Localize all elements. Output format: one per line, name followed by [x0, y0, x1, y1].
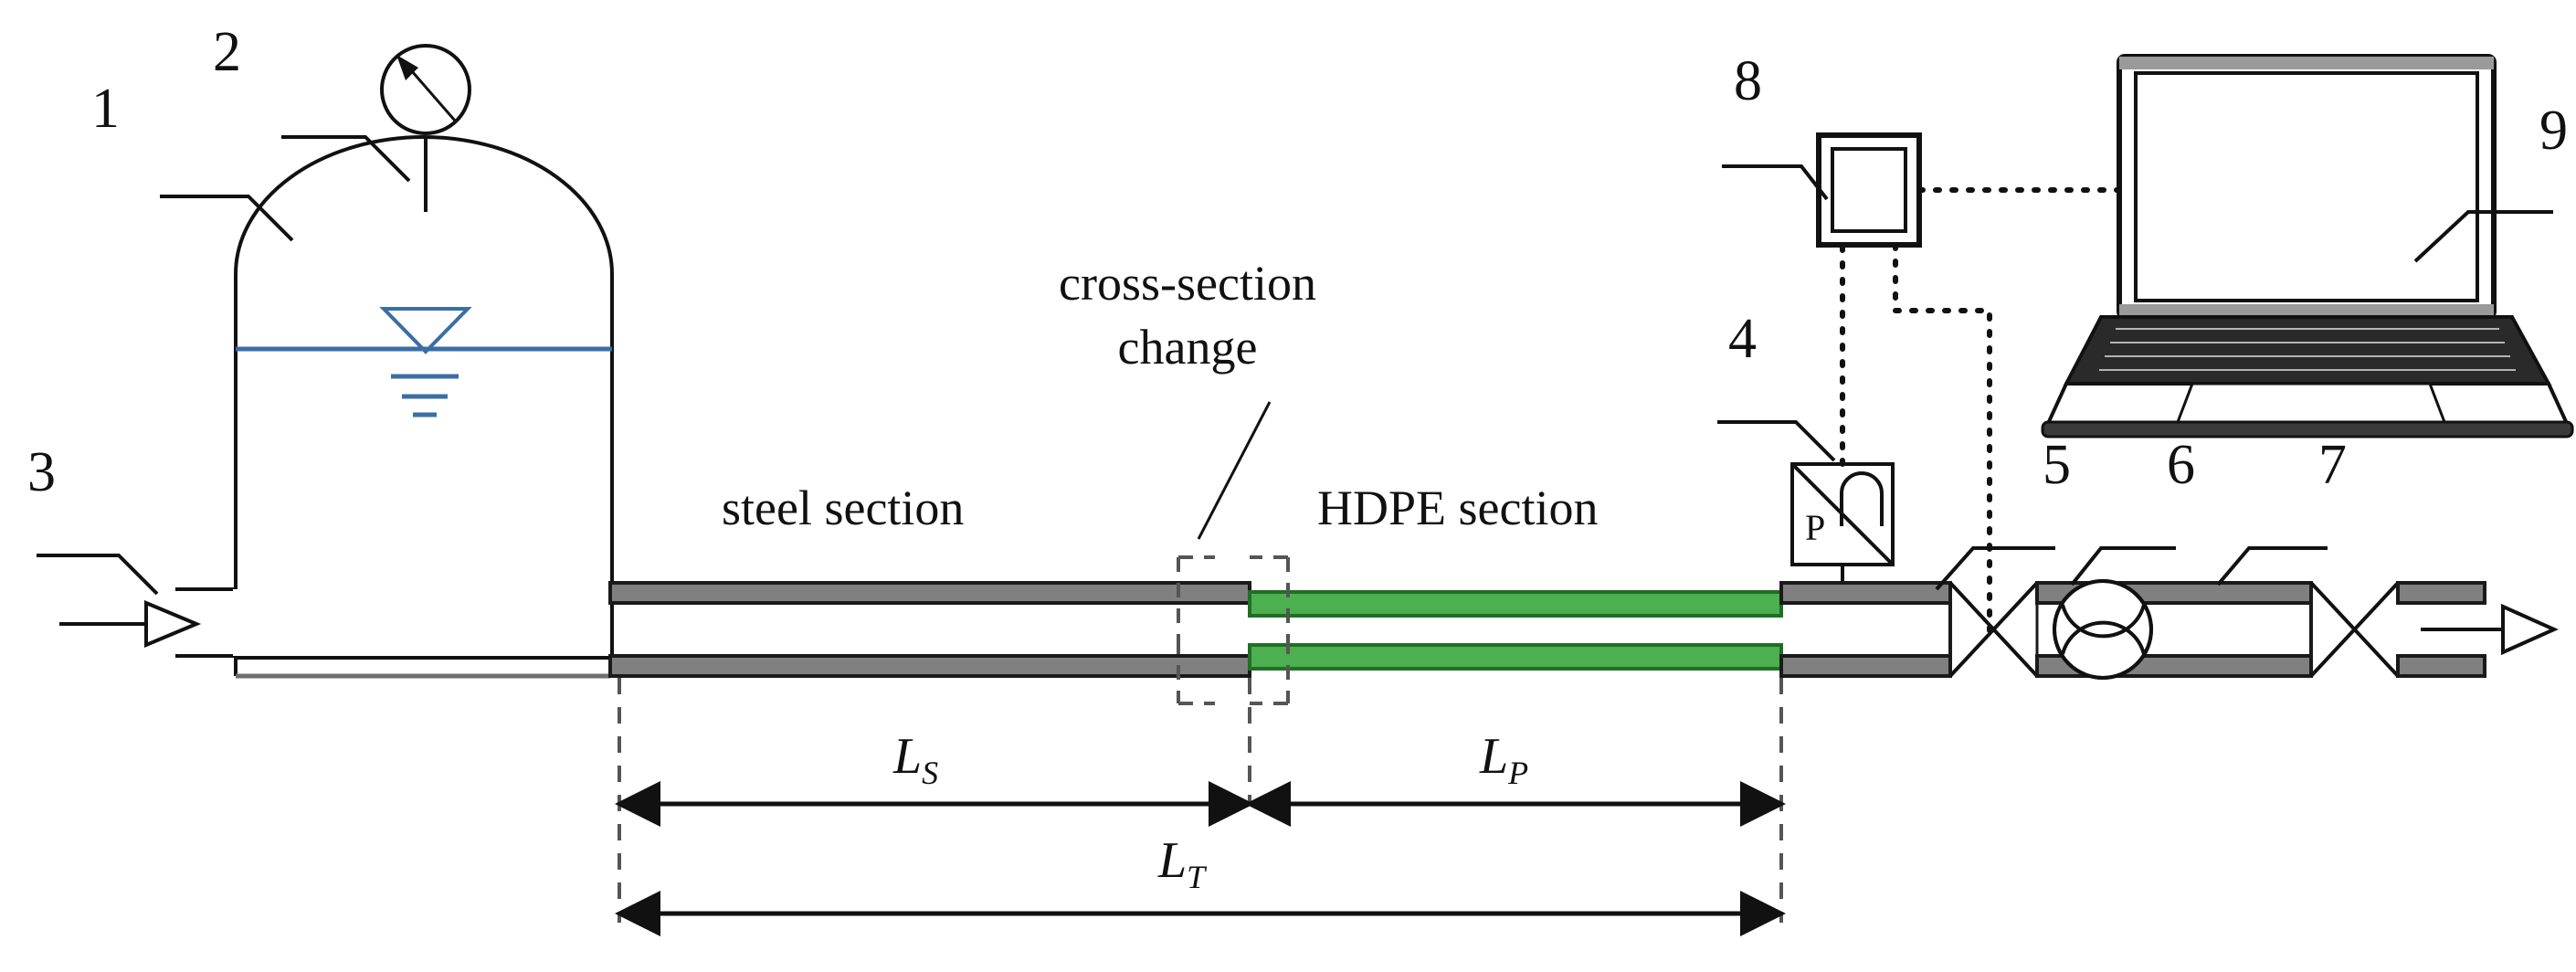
steel-pipe-outlet-lower	[2396, 654, 2486, 678]
upstream-valve-symbol	[1948, 581, 2039, 678]
dim-lt-base: L	[1158, 832, 1188, 889]
transducer-p-letter: P	[1805, 507, 1826, 548]
signal-link-transducer-to-logger	[1840, 242, 1992, 633]
hdpe-section-label: HDPE section	[1317, 481, 1599, 535]
callout-number-3: 3	[27, 441, 56, 503]
dim-lp-sub: P	[1508, 755, 1529, 792]
steel-pipe-downstream-lower	[1779, 654, 1952, 678]
water-level-symbol	[236, 307, 612, 417]
cross-section-change-label-line2: change	[1117, 320, 1258, 375]
flow-meter-symbol	[2053, 579, 2153, 680]
steel-pipe-lower-wall	[608, 654, 1251, 678]
cross-section-change-leader	[1197, 401, 1272, 540]
steel-pipe-outlet-upper	[2396, 581, 2486, 605]
dimension-label-lp: LP	[1480, 731, 1528, 789]
dim-lp-base: L	[1480, 728, 1509, 785]
cross-section-change-label-line1: cross-section	[1059, 256, 1316, 311]
steel-pipe-upper-wall	[608, 581, 1251, 605]
pressure-transducer-symbol	[1790, 462, 1895, 585]
inlet-supply-arrow	[59, 548, 238, 676]
dimension-label-lt: LT	[1158, 835, 1205, 893]
callout-number-1: 1	[91, 78, 120, 140]
pipe-bore-meter-ends	[2035, 583, 2313, 676]
dim-ls-base: L	[893, 728, 923, 785]
downstream-valve-symbol	[2309, 581, 2400, 678]
dim-ls-sub: S	[922, 755, 939, 792]
callout-number-2: 2	[213, 21, 241, 83]
callout-number-8: 8	[1734, 50, 1762, 112]
callout-number-9: 9	[2539, 100, 2568, 162]
hdpe-pipe-upper-wall	[1248, 590, 1783, 618]
hdpe-pipe-lower-wall	[1248, 643, 1783, 671]
steel-pipe-downstream-upper	[1779, 581, 1952, 605]
callout-number-5: 5	[2043, 434, 2071, 496]
cross-section-change-bracket	[1177, 555, 1290, 705]
callout-number-4: 4	[1728, 308, 1757, 370]
pressure-gauge-icon	[380, 44, 471, 135]
laptop-computer	[2041, 54, 2574, 438]
outlet-arrow	[2421, 603, 2559, 656]
dimension-label-ls: LS	[893, 731, 938, 789]
callout-leaders	[37, 135, 2553, 596]
callout-number-6: 6	[2167, 434, 2195, 496]
steel-section-label: steel section	[722, 481, 965, 535]
dim-lt-sub: T	[1187, 859, 1206, 896]
callout-number-7: 7	[2318, 434, 2347, 496]
data-logger-device	[1816, 132, 1922, 248]
